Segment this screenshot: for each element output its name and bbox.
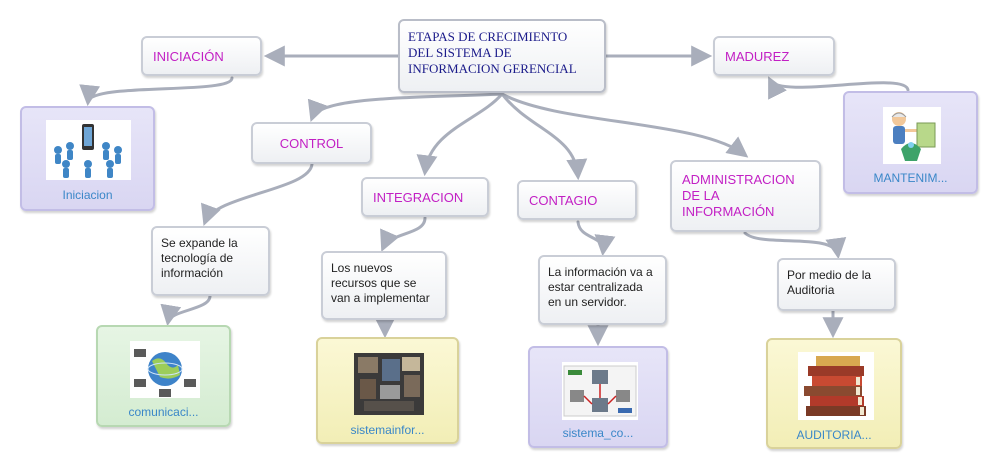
information-system-collage-icon: [354, 353, 424, 415]
topic-madurez[interactable]: MADUREZ: [713, 36, 835, 76]
image-node-integracion[interactable]: sistemainfor...: [316, 337, 459, 444]
image-caption-madurez: MANTENIM...: [873, 171, 948, 185]
maintenance-worker-icon: [883, 107, 941, 164]
link-iniciacion-image: [79, 76, 234, 107]
topic-control[interactable]: CONTROL: [251, 122, 372, 164]
image-node-administracion[interactable]: AUDITORIA...: [766, 338, 902, 449]
image-node-control[interactable]: comunicaci...: [96, 325, 231, 427]
central-topic[interactable]: ETAPAS DE CRECIMIENTO DEL SISTEMA DE INF…: [398, 19, 606, 93]
image-caption-administracion: AUDITORIA...: [796, 428, 872, 442]
link-madurez-image: [768, 76, 910, 100]
link-control-desc: [201, 162, 314, 226]
image-caption-contagio: sistema_co...: [562, 426, 634, 440]
desc-integracion[interactable]: Los nuevos recursos que se van a impleme…: [321, 251, 447, 320]
desc-contagio[interactable]: La información va a estar centralizada e…: [538, 255, 667, 325]
link-control-image: [160, 294, 212, 327]
server-diagram-icon: [562, 362, 638, 420]
image-caption-iniciacion: Iniciacion: [62, 188, 113, 202]
link-central-contagio: [500, 92, 588, 181]
image-caption-control: comunicaci...: [128, 405, 199, 419]
link-central-integracion: [416, 92, 504, 177]
topic-contagio[interactable]: CONTAGIO: [517, 180, 637, 220]
image-caption-integracion: sistemainfor...: [350, 423, 425, 437]
link-integracion-desc: [380, 216, 427, 252]
link-contagio-desc: [576, 220, 616, 257]
image-node-iniciacion[interactable]: Iniciacion: [20, 106, 155, 211]
image-node-contagio[interactable]: sistema_co...: [528, 346, 668, 448]
books-stack-icon: [798, 352, 874, 420]
people-network-icon: [46, 120, 131, 180]
link-central-administracion: [500, 92, 749, 158]
topic-integracion[interactable]: INTEGRACION: [361, 177, 489, 217]
topic-iniciacion[interactable]: INICIACIÓN: [141, 36, 262, 76]
globe-network-icon: [130, 341, 200, 398]
link-administracion-desc: [743, 231, 847, 260]
image-node-madurez[interactable]: MANTENIM...: [843, 91, 978, 194]
topic-administracion[interactable]: ADMINISTRACION DE LA INFORMACIÓN: [670, 160, 821, 232]
link-central-control: [307, 92, 504, 122]
desc-control[interactable]: Se expande la tecnología de información: [151, 226, 270, 296]
desc-administracion[interactable]: Por medio de la Auditoria: [777, 258, 896, 311]
